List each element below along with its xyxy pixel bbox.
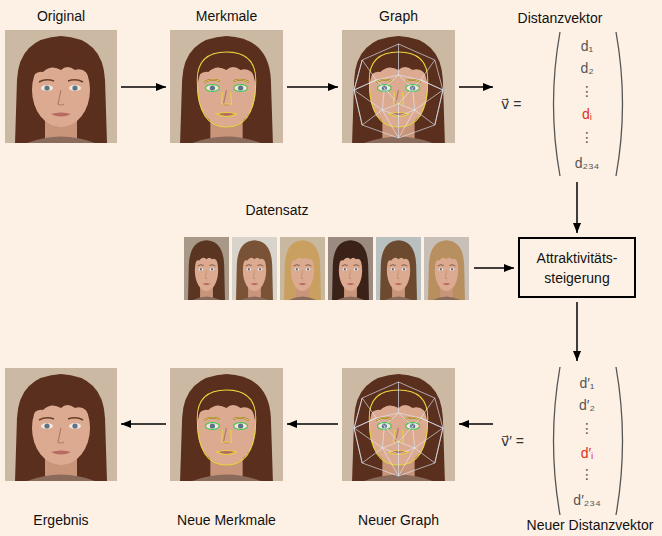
vector-entry: ⋮ (555, 418, 619, 438)
photo-panel: Neue Merkmale (170, 368, 283, 532)
flow-arrow (474, 267, 514, 269)
panel-heading: Neue Merkmale (177, 510, 276, 530)
vector-panel: Distanzvektor v⃗ = d₁d₂ ⋮ dᵢ ⋮ d₂₃₄ (497, 8, 627, 178)
box-label: Attraktivitäts- steigerung (526, 248, 628, 288)
photo-new-features (170, 368, 283, 481)
panel-heading: Graph (379, 6, 418, 26)
panel-heading: Neuer Distanzvektor (527, 515, 654, 535)
panel-heading: Ergebnis (33, 510, 88, 530)
photo-panel: Ergebnis (5, 368, 117, 532)
process-box: Attraktivitäts- steigerung (518, 237, 636, 298)
vector-entry: d′₂₃₄ (555, 490, 619, 510)
dataset-panel: Datensatz (184, 200, 470, 300)
photo-result (5, 368, 117, 481)
panel-heading: Merkmale (196, 6, 257, 26)
vector-entry: d₂₃₄ (555, 153, 619, 173)
vector-equation: v⃗ = (501, 94, 521, 114)
vector-entry: d₂ (555, 58, 619, 78)
vector-panel: Neuer Distanzvektorv⃗′ =d′₁d′₂⋮d′ᵢ⋮d′₂₃₄ (497, 365, 627, 535)
panel-heading: Original (37, 6, 85, 26)
photo-features (170, 30, 283, 143)
photo-panel: Graph (342, 6, 455, 143)
photo-panel: Original (5, 6, 117, 143)
flow-arrow (121, 86, 166, 88)
flow-arrow (287, 423, 338, 425)
panel-heading: Distanzvektor (518, 8, 603, 28)
vector-entry: dᵢ (555, 104, 619, 124)
photo-graph (342, 30, 455, 143)
flow-arrow (459, 423, 493, 425)
photo-panel: Merkmale (170, 6, 283, 143)
panel-heading: Neuer Graph (358, 510, 439, 530)
photo-original (5, 30, 117, 143)
flow-arrow (576, 302, 578, 361)
vector-entry: d₁ (555, 36, 619, 56)
vector-entry: ⋮ (555, 464, 619, 484)
vector-entry: ⋮ (555, 81, 619, 101)
vector-entry: d′₁ (555, 373, 619, 393)
flow-arrow (287, 86, 338, 88)
vector-entry: d′ᵢ (555, 443, 619, 463)
vector-entry: ⋮ (555, 127, 619, 147)
photo-new-graph (342, 368, 455, 481)
photo-panel: Neuer Graph (342, 368, 455, 532)
flow-arrow (459, 86, 493, 88)
flow-arrow (576, 182, 578, 233)
panel-heading: Datensatz (245, 200, 308, 220)
flow-arrow (121, 423, 166, 425)
vector-equation: v⃗′ = (501, 431, 524, 451)
vector-entry: d′₂ (555, 395, 619, 415)
dataset-thumbnails (184, 237, 469, 300)
